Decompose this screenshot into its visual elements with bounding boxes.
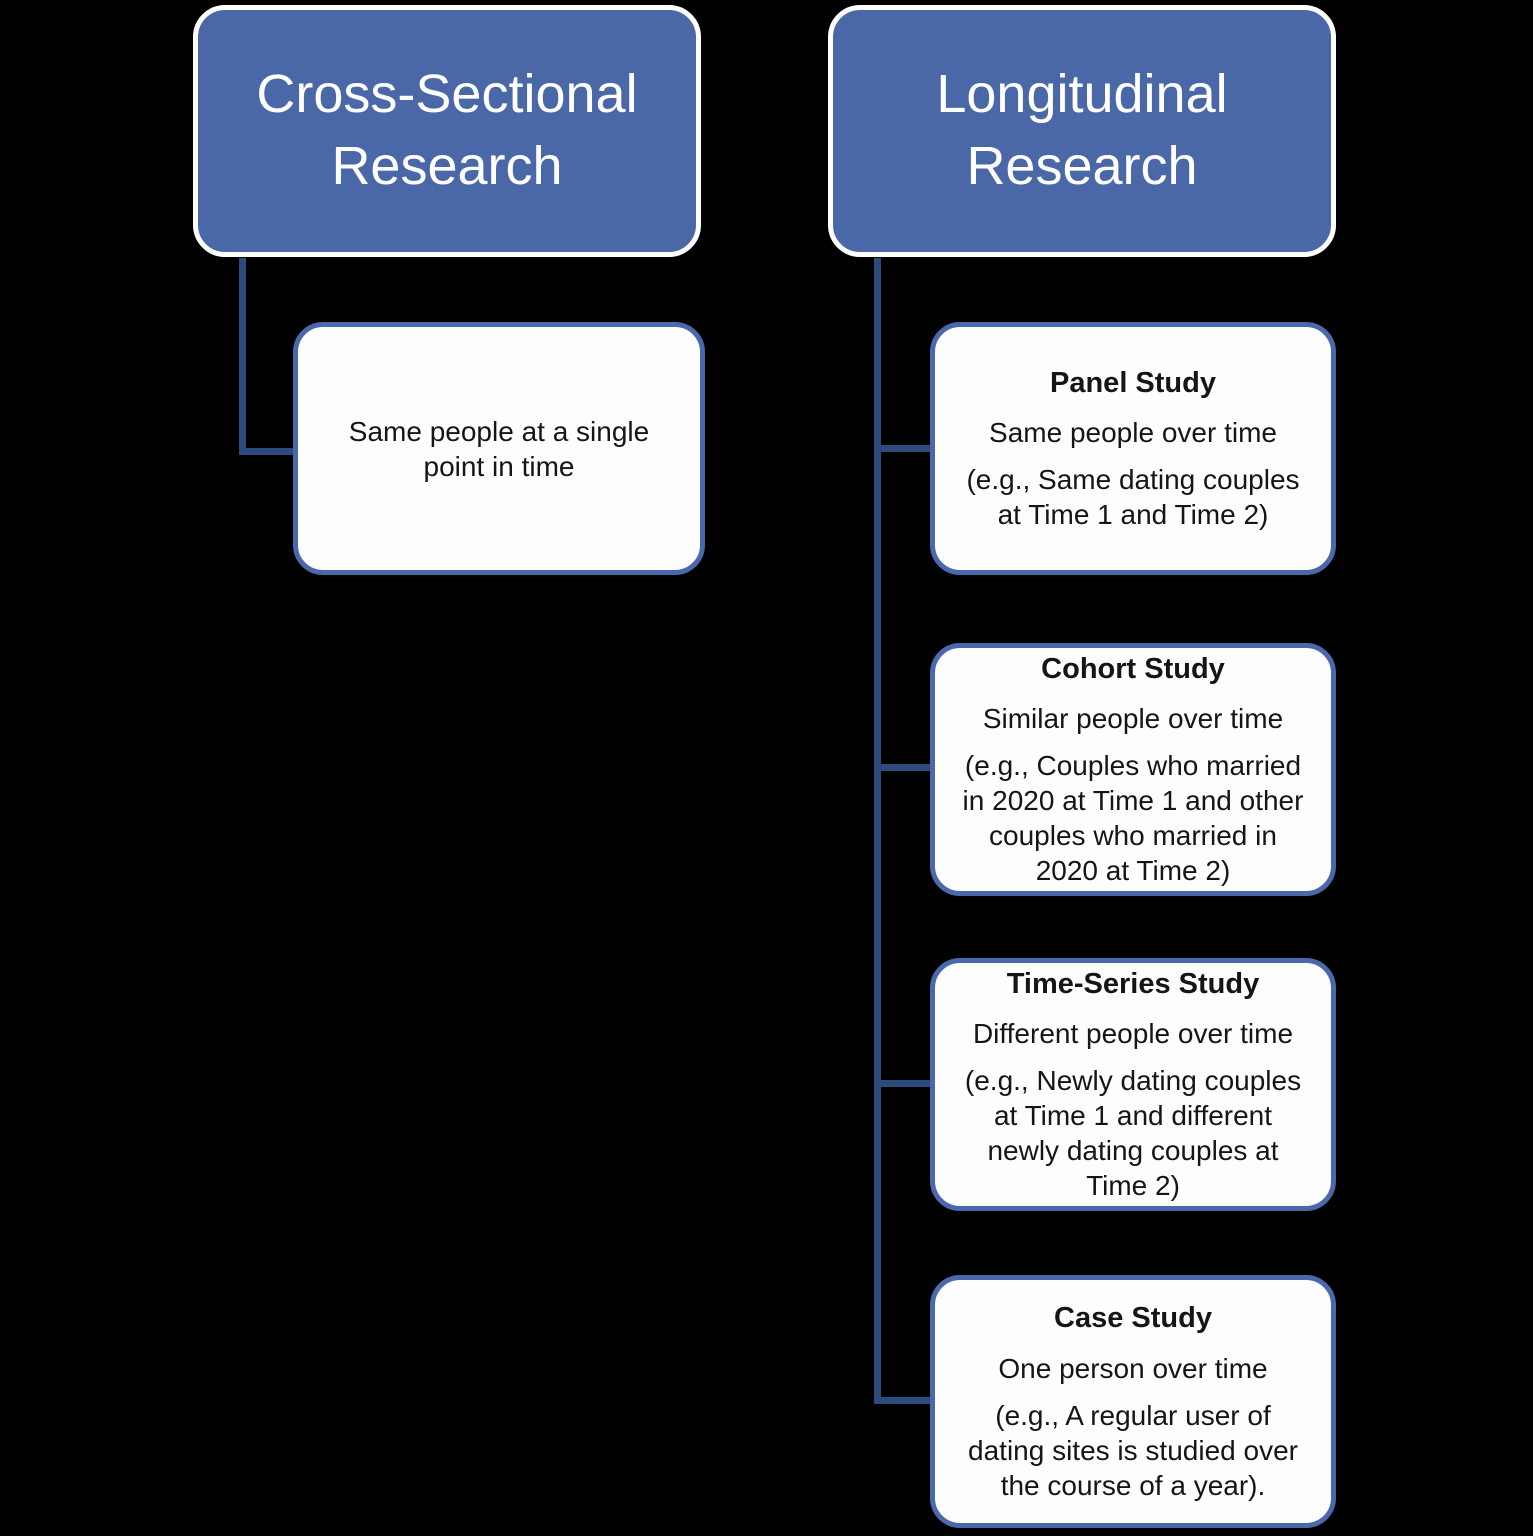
header-label-longitudinal: Longitudinal Research bbox=[936, 64, 1228, 196]
case-study-description: One person over time bbox=[998, 1352, 1268, 1384]
time-series-study-title: Time-Series Study bbox=[1006, 967, 1260, 1000]
cohort-study-example: (e.g., Couples who married in 2020 at Ti… bbox=[962, 750, 1304, 887]
box-cohort-study: Cohort Study Similar people over time (e… bbox=[930, 643, 1336, 896]
connector-cross-sectional-vertical bbox=[239, 258, 246, 455]
connector-branch-time-series-study bbox=[874, 1080, 934, 1087]
cross-sectional-definition-text: Same people at a single point in time bbox=[348, 415, 650, 482]
case-study-title: Case Study bbox=[1054, 1302, 1212, 1335]
box-case-study: Case Study One person over time (e.g., A… bbox=[930, 1275, 1336, 1528]
header-box-cross-sectional-research: Cross-Sectional Research bbox=[193, 5, 701, 257]
time-series-study-example: (e.g., Newly dating couples at Time 1 an… bbox=[964, 1065, 1302, 1202]
header-box-longitudinal-research: Longitudinal Research bbox=[828, 5, 1336, 257]
cohort-study-title: Cohort Study bbox=[1041, 652, 1225, 685]
box-time-series-study: Time-Series Study Different people over … bbox=[930, 958, 1336, 1211]
case-study-example: (e.g., A regular user of dating sites is… bbox=[968, 1399, 1298, 1501]
connector-branch-case-study bbox=[874, 1397, 934, 1404]
connector-cross-sectional-branch bbox=[239, 448, 297, 455]
panel-study-description: Same people over time bbox=[989, 417, 1277, 449]
connector-branch-panel-study bbox=[874, 445, 934, 452]
panel-study-example: (e.g., Same dating couples at Time 1 and… bbox=[966, 464, 1300, 531]
panel-study-title: Panel Study bbox=[1050, 366, 1216, 399]
header-label-cross-sectional: Cross-Sectional Research bbox=[256, 64, 638, 196]
box-cross-sectional-definition: Same people at a single point in time bbox=[293, 322, 705, 575]
cohort-study-description: Similar people over time bbox=[982, 703, 1284, 735]
connector-branch-cohort-study bbox=[874, 764, 934, 771]
connector-longitudinal-trunk bbox=[874, 258, 881, 1404]
time-series-study-description: Different people over time bbox=[972, 1018, 1294, 1050]
box-panel-study: Panel Study Same people over time (e.g.,… bbox=[930, 322, 1336, 575]
